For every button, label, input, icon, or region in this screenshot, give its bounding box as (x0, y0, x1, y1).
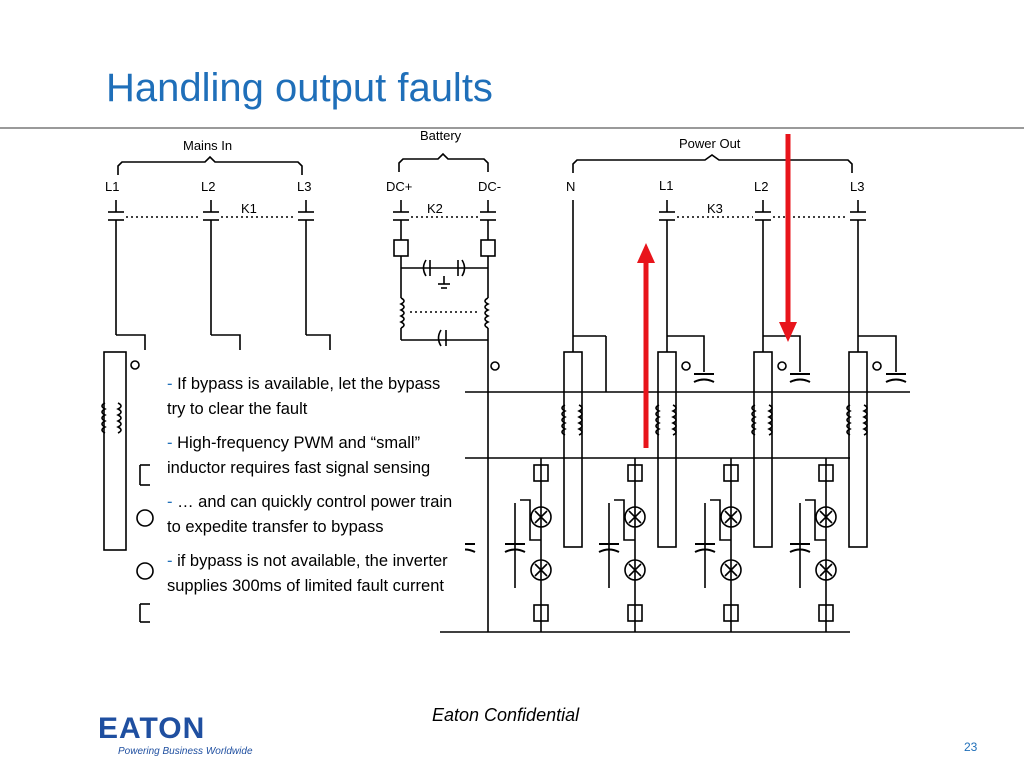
contactor-k1-label: K1 (241, 201, 257, 216)
terminal-dc-minus: DC- (478, 179, 501, 194)
confidential-footer: Eaton Confidential (432, 705, 580, 725)
mains-in-label: Mains In (183, 138, 232, 153)
eaton-logo: EATON Powering Business Worldwide (98, 712, 253, 758)
title-divider (0, 127, 1024, 129)
fault-current-up-arrow (637, 243, 655, 448)
logo-tagline: Powering Business Worldwide (118, 746, 253, 757)
bullet-item: - If bypass is available, let the bypass… (167, 375, 441, 418)
bypass-current-down-arrow (779, 134, 797, 342)
slide-title: Handling output faults (106, 66, 493, 110)
terminal-mains-l2: L2 (201, 179, 215, 194)
bullet-item: - High-frequency PWM and “small” inducto… (167, 434, 431, 477)
contactor-k2-label: K2 (427, 201, 443, 216)
bullet-item: - … and can quickly control power train … (167, 493, 453, 536)
terminal-out-l3: L3 (850, 179, 864, 194)
logo-wordmark: EATON (98, 712, 206, 745)
page-number: 23 (964, 740, 978, 754)
terminal-dc-plus: DC+ (386, 179, 412, 194)
terminal-out-l2: L2 (754, 179, 768, 194)
bullet-list: - If bypass is available, let the bypass… (159, 368, 465, 614)
terminal-out-l1: L1 (659, 178, 673, 193)
terminal-out-n: N (566, 179, 575, 194)
power-out-label: Power Out (679, 136, 741, 151)
terminal-mains-l3: L3 (297, 179, 311, 194)
battery-label: Battery (420, 128, 462, 143)
contactor-k3-label: K3 (707, 201, 723, 216)
bullet-item: - if bypass is not available, the invert… (167, 552, 448, 595)
terminal-mains-l1: L1 (105, 179, 119, 194)
